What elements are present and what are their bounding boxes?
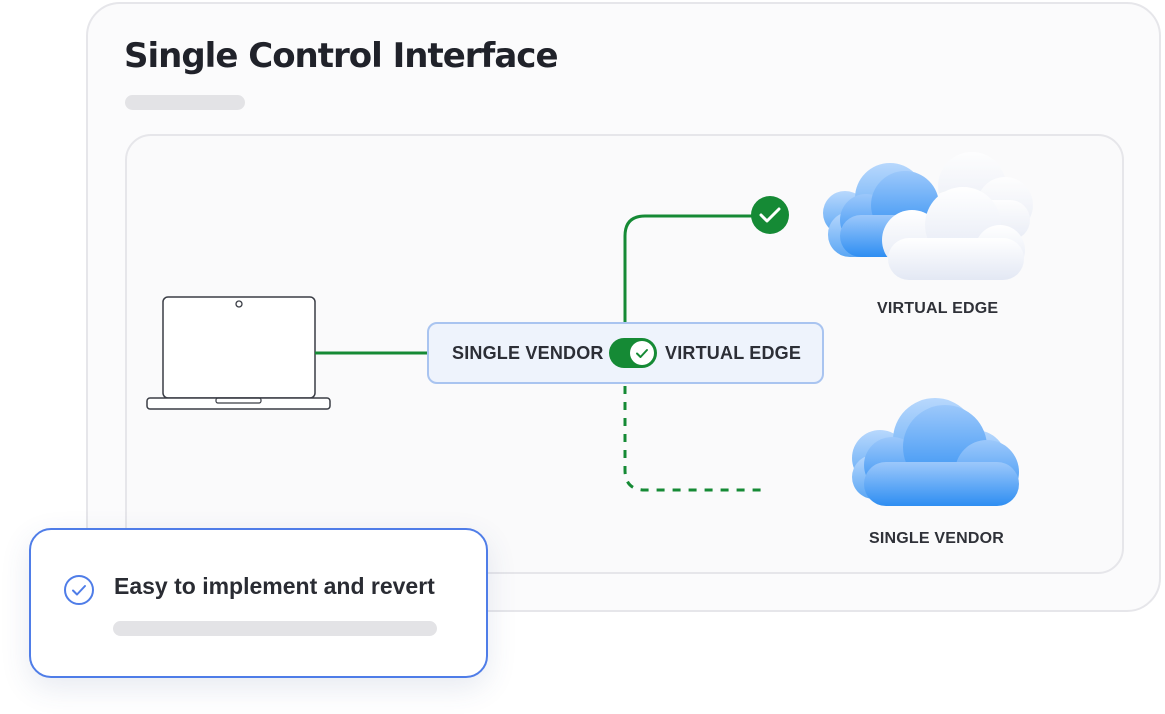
feature-callout-card: Easy to implement and revert — [29, 528, 488, 678]
check-circle-outline-icon — [64, 575, 94, 605]
virtual-edge-label: VIRTUAL EDGE — [877, 300, 999, 317]
laptop-icon — [146, 296, 331, 410]
callout-text: Easy to implement and revert — [114, 573, 435, 599]
switch-label-virtual-edge[interactable]: VIRTUAL EDGE — [665, 343, 802, 363]
toggle-knob — [630, 341, 654, 365]
vendor-switch-panel: SINGLE VENDOR VIRTUAL EDGE — [427, 322, 824, 384]
virtual-edge-cloud-icon — [823, 152, 1033, 280]
virtual-edge-connection-line — [623, 214, 756, 322]
switch-label-single-vendor[interactable]: SINGLE VENDOR — [452, 343, 604, 363]
callout-placeholder — [113, 621, 437, 636]
subtitle-placeholder — [125, 95, 245, 110]
page-title: Single Control Interface — [124, 36, 559, 76]
single-vendor-cloud-icon — [852, 398, 1019, 506]
single-vendor-label: SINGLE VENDOR — [869, 530, 1005, 547]
single-vendor-connection-line — [623, 386, 768, 492]
check-circle-icon — [751, 196, 789, 234]
check-icon — [636, 349, 648, 358]
toggle-switch[interactable] — [609, 338, 657, 368]
